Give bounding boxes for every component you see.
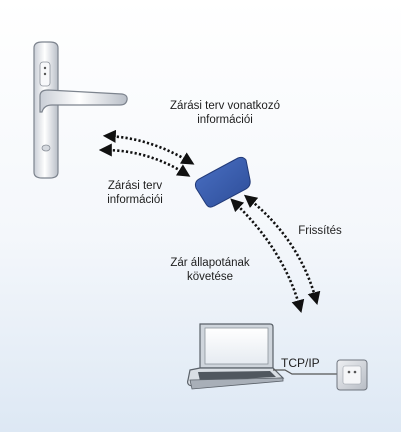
label-status-tracking: Zár állapotának követése [150, 256, 270, 284]
label-tcpip: TCP/IP [281, 356, 320, 370]
label-refresh: Frissítés [298, 225, 342, 237]
door-lock-icon [33, 41, 128, 179]
label-line: Zár állapotának [170, 257, 250, 269]
key-card-icon [194, 156, 251, 208]
network-link-line [273, 369, 337, 375]
card-reader-icon [336, 359, 368, 391]
arrow-card-laptop-right [243, 194, 321, 306]
label-locking-plan-info: Zárási terv vonatkozó információi [150, 99, 300, 127]
label-line: információi [197, 114, 253, 126]
label-locking-plan-short: Zárási terv információi [80, 179, 190, 207]
label-line: Zárási terv vonatkozó [170, 100, 280, 112]
laptop-icon [187, 323, 285, 390]
label-line: Zárási terv [107, 180, 163, 192]
label-line: információi [107, 194, 163, 206]
label-line: követése [186, 271, 234, 283]
